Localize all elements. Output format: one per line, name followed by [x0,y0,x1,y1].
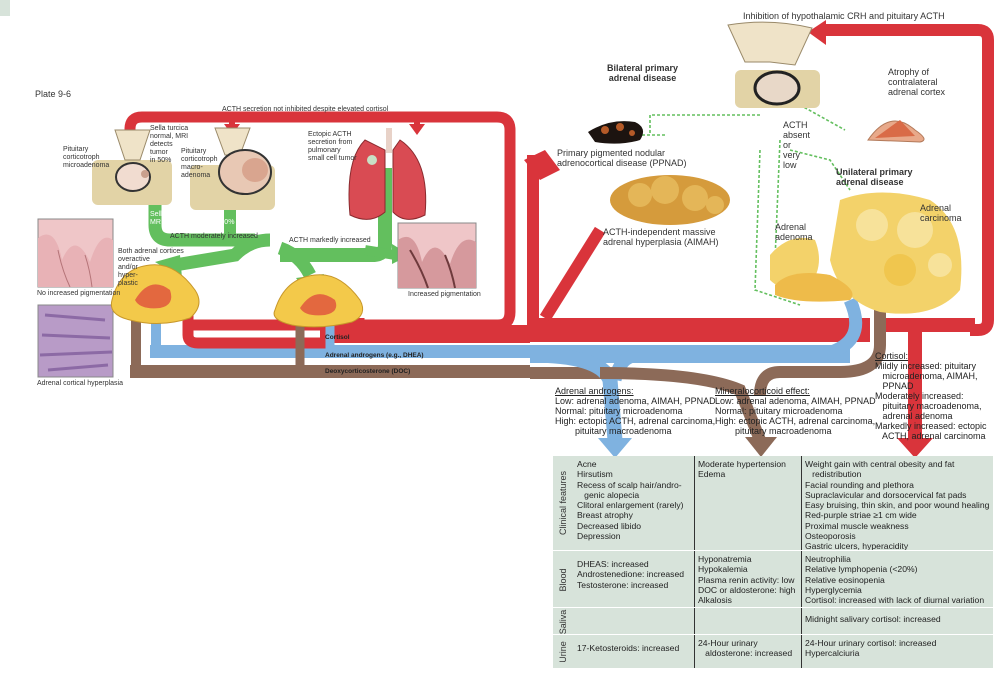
band-label-cortisol: Cortisol [325,334,350,341]
effect-cortisol-line: Mildly increased: pituitary [875,361,977,371]
label-pituitary-micro: Pituitary corticotroph microadenoma [63,146,110,169]
adrenal-hyperplasia-histology [37,304,114,378]
effect-mineralo-line: Normal: pituitary microadenoma [715,406,843,416]
effect-androgens-line: pituitary macroadenoma [555,426,672,436]
right-cortisol-flows [524,20,994,336]
plate-label: Plate 9-6 [35,89,72,99]
band-label-doc: Deoxycorticosterone (DOC) [325,368,411,375]
effect-cortisol-title: Cortisol: [875,351,909,361]
label-atrophy: Atrophy of contralateral adrenal cortex [888,67,946,97]
table-cell: Midnight salivary cortisol: increased [805,614,941,624]
label-bilateral-title: Bilateral primary adrenal disease [607,63,679,83]
row-label: Clinical features [558,470,568,536]
effect-cortisol-line: Moderately increased: [875,391,964,401]
effect-androgens-line: High: ectopic ACTH, adrenal carcinoma, [555,416,716,426]
table-divider [801,456,802,668]
label-adenoma: Adrenal adenoma [775,222,813,242]
table-divider [694,456,695,668]
atrophic-gland [867,120,925,143]
label-cortical-hyperplasia: Adrenal cortical hyperplasia [37,380,123,387]
effect-androgens-line: Normal: pituitary microadenoma [555,406,683,416]
table-cell: Weight gain with central obesity and fat… [805,459,990,552]
table-row-urine: Urine 17-Ketosteroids: increased 24-Hour… [553,634,993,669]
effect-cortisol-line: Markedly increased: ectopic [875,421,987,431]
convergence-arrows [529,297,933,458]
effect-androgens: Adrenal androgens: Low: adrenal adenoma,… [555,386,716,436]
effect-mineralo-title: Mineralocorticoid effect: [715,386,810,396]
effect-mineralo-line: pituitary macroadenoma [715,426,832,436]
pituitary-microadenoma [92,129,172,205]
aimah-gland [610,175,730,225]
effect-androgens-title: Adrenal androgens: [555,386,634,396]
lungs-illustration [348,128,427,220]
label-ectopic: Ectopic ACTH secretion from pulmonary sm… [308,131,357,162]
table-cell: 17-Ketosteroids: increased [577,643,680,653]
effect-cortisol-line: PPNAD [875,381,914,391]
effect-mineralo-line: Low: adrenal adenoma, AIMAH, PPNAD [715,396,876,406]
hormone-bands [130,305,870,379]
label-sella-normal: Sella turcica normal, MRI detects tumor … [150,125,189,164]
label-inhibition: Inhibition of hypothalamic CRH and pitui… [743,11,945,21]
corner-tab [0,0,10,16]
table-row-saliva: Saliva Midnight salivary cortisol: incre… [553,607,993,635]
row-label: Saliva [558,609,568,634]
skin-histology-normal [37,218,114,288]
unilateral-glands [770,192,962,314]
label-carcinoma: Adrenal carcinoma [920,203,962,223]
label-both-adrenal: Both adrenal cortices overactive and/or … [118,248,184,287]
pituitary-macroadenoma [190,127,275,210]
label-increased-pigment: Increased pigmentation [408,291,481,298]
effect-cortisol-line: pituitary macroadenoma, [875,401,982,411]
adrenal-gland-left [110,264,200,324]
label-sella-enlarged: Sella turcica enlarged, MRI detects tumo… [150,211,235,226]
effect-mineralocorticoid: Mineralocorticoid effect: Low: adrenal a… [715,386,876,436]
row-label: Blood [558,567,568,592]
label-pituitary-macro: Pituitary corticotroph macro- adenoma [181,148,218,179]
table-cell: 24-Hour urinary aldosterone: increased [698,638,793,659]
label-ppnad: Primary pigmented nodular adrenocortical… [557,148,687,168]
label-aimah: ACTH-independent massive adrenal hyperpl… [603,227,719,247]
effect-mineralo-line: High: ectopic ACTH, adrenal carcinoma, [715,416,876,426]
pituitary-right [727,21,820,108]
skin-histology-pigmented [397,222,477,289]
effect-androgens-line: Low: adrenal adenoma, AIMAH, PPNAD [555,396,716,406]
effect-cortisol: Cortisol: Mildly increased: pituitary mi… [875,351,987,441]
ppnad-gland [588,121,644,144]
adrenal-gland-center [273,274,364,328]
top-arrow-label: ACTH secretion not inhibited despite ele… [222,106,389,113]
effect-cortisol-line: microadenoma, AIMAH, [875,371,978,381]
label-acth-moderate: ACTH moderately increased [170,233,258,240]
effect-cortisol-line: ACTH, adrenal carcinoma [875,431,986,441]
effect-cortisol-line: adrenal adenoma [875,411,953,421]
label-no-pigment: No increased pigmentation [37,290,121,297]
label-acth-marked: ACTH markedly increased [289,237,371,244]
label-acth-absent: ACTH absent or very low [783,120,811,170]
band-label-androgens: Adrenal androgens (e.g., DHEA) [325,352,424,359]
row-label: Urine [558,641,568,663]
label-unilateral-title: Unilateral primary adrenal disease [836,167,913,187]
